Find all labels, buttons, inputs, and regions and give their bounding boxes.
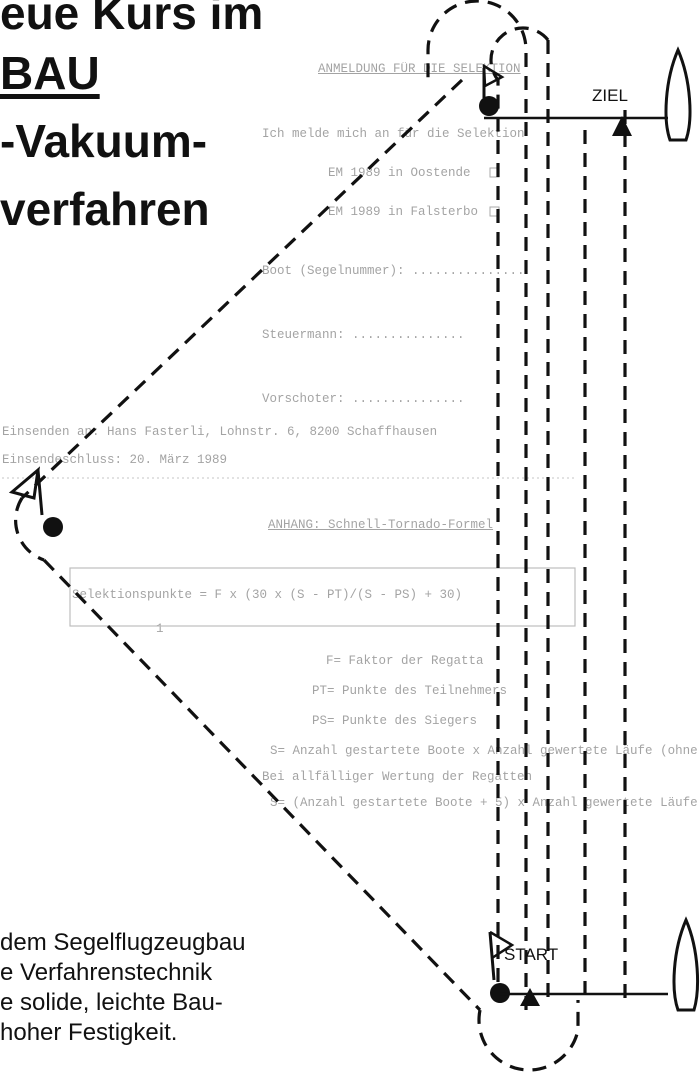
form-def-s2: S= (Anzahl gestartete Boote + 5) x Anzah…: [270, 796, 698, 810]
finish-triangle-icon: [612, 116, 632, 136]
caption-line-3: e solide, leichte Bau-: [0, 989, 223, 1016]
form-appendix: ANHANG: Schnell-Tornado-Formel: [268, 518, 494, 532]
form-formula: Selektionspunkte = F x (30 x (S - PT)/(S…: [72, 588, 463, 602]
windward-mark-flag-icon: [479, 63, 505, 116]
form-option-2: EM 1989 in Falsterbo: [328, 205, 479, 219]
caption-line-2: e Verfahrenstechnik: [0, 959, 213, 986]
finish-label: ZIEL: [592, 86, 628, 105]
headline-line-3: -Vakuum-: [0, 115, 208, 167]
form-intro: Ich melde mich an für die Selektion: [262, 127, 525, 141]
course-path-outer-loop: [426, 0, 528, 1010]
wing-mark-flag-icon: [8, 466, 63, 537]
form-crew: Vorschoter: ...............: [262, 392, 465, 406]
headline-line-4: verfahren: [0, 183, 210, 235]
course-path-wing-rounding: [14, 497, 45, 562]
finish-boat-icon: [664, 46, 692, 142]
course-path-leeward-rounding: [477, 1000, 580, 1072]
form-def-s: S= Anzahl gestartete Boote x Anzahl gewe…: [270, 744, 698, 758]
start-label: START: [504, 945, 559, 964]
start-boat-icon: [672, 916, 700, 1012]
course-path-reach-2: [42, 558, 482, 1012]
form-address: Einsenden an: Hans Fasterli, Lohnstr. 6,…: [2, 425, 438, 439]
headline-line-1: eue Kurs im: [0, 0, 264, 39]
form-formula-mark: 1: [156, 622, 164, 636]
headline-line-2: BAU: [0, 47, 100, 99]
course-path-inner-loop: [489, 26, 550, 140]
form-def-note: Bei allfälliger Wertung der Regatten: [262, 770, 533, 784]
form-title: ANMELDUNG FÜR DIE SELEKTION: [318, 62, 521, 76]
form-def-ps: PS= Punkte des Siegers: [312, 714, 478, 728]
start-triangle-icon: [520, 988, 540, 1006]
form-boat: Boot (Segelnummer): ...............: [262, 264, 525, 278]
form-helmsman: Steuermann: ...............: [262, 328, 465, 342]
caption-line-4: hoher Festigkeit.: [0, 1019, 178, 1046]
course-path-reach-1: [20, 78, 464, 500]
caption-line-1: dem Segelflugzeugbau: [0, 929, 246, 956]
form-def-pt: PT= Punkte des Teilnehmers: [312, 684, 508, 698]
form-option-1: EM 1989 in Oostende: [328, 166, 471, 180]
start-mark-flag-icon: [488, 930, 515, 1003]
form-def-f: F= Faktor der Regatta: [326, 654, 484, 668]
